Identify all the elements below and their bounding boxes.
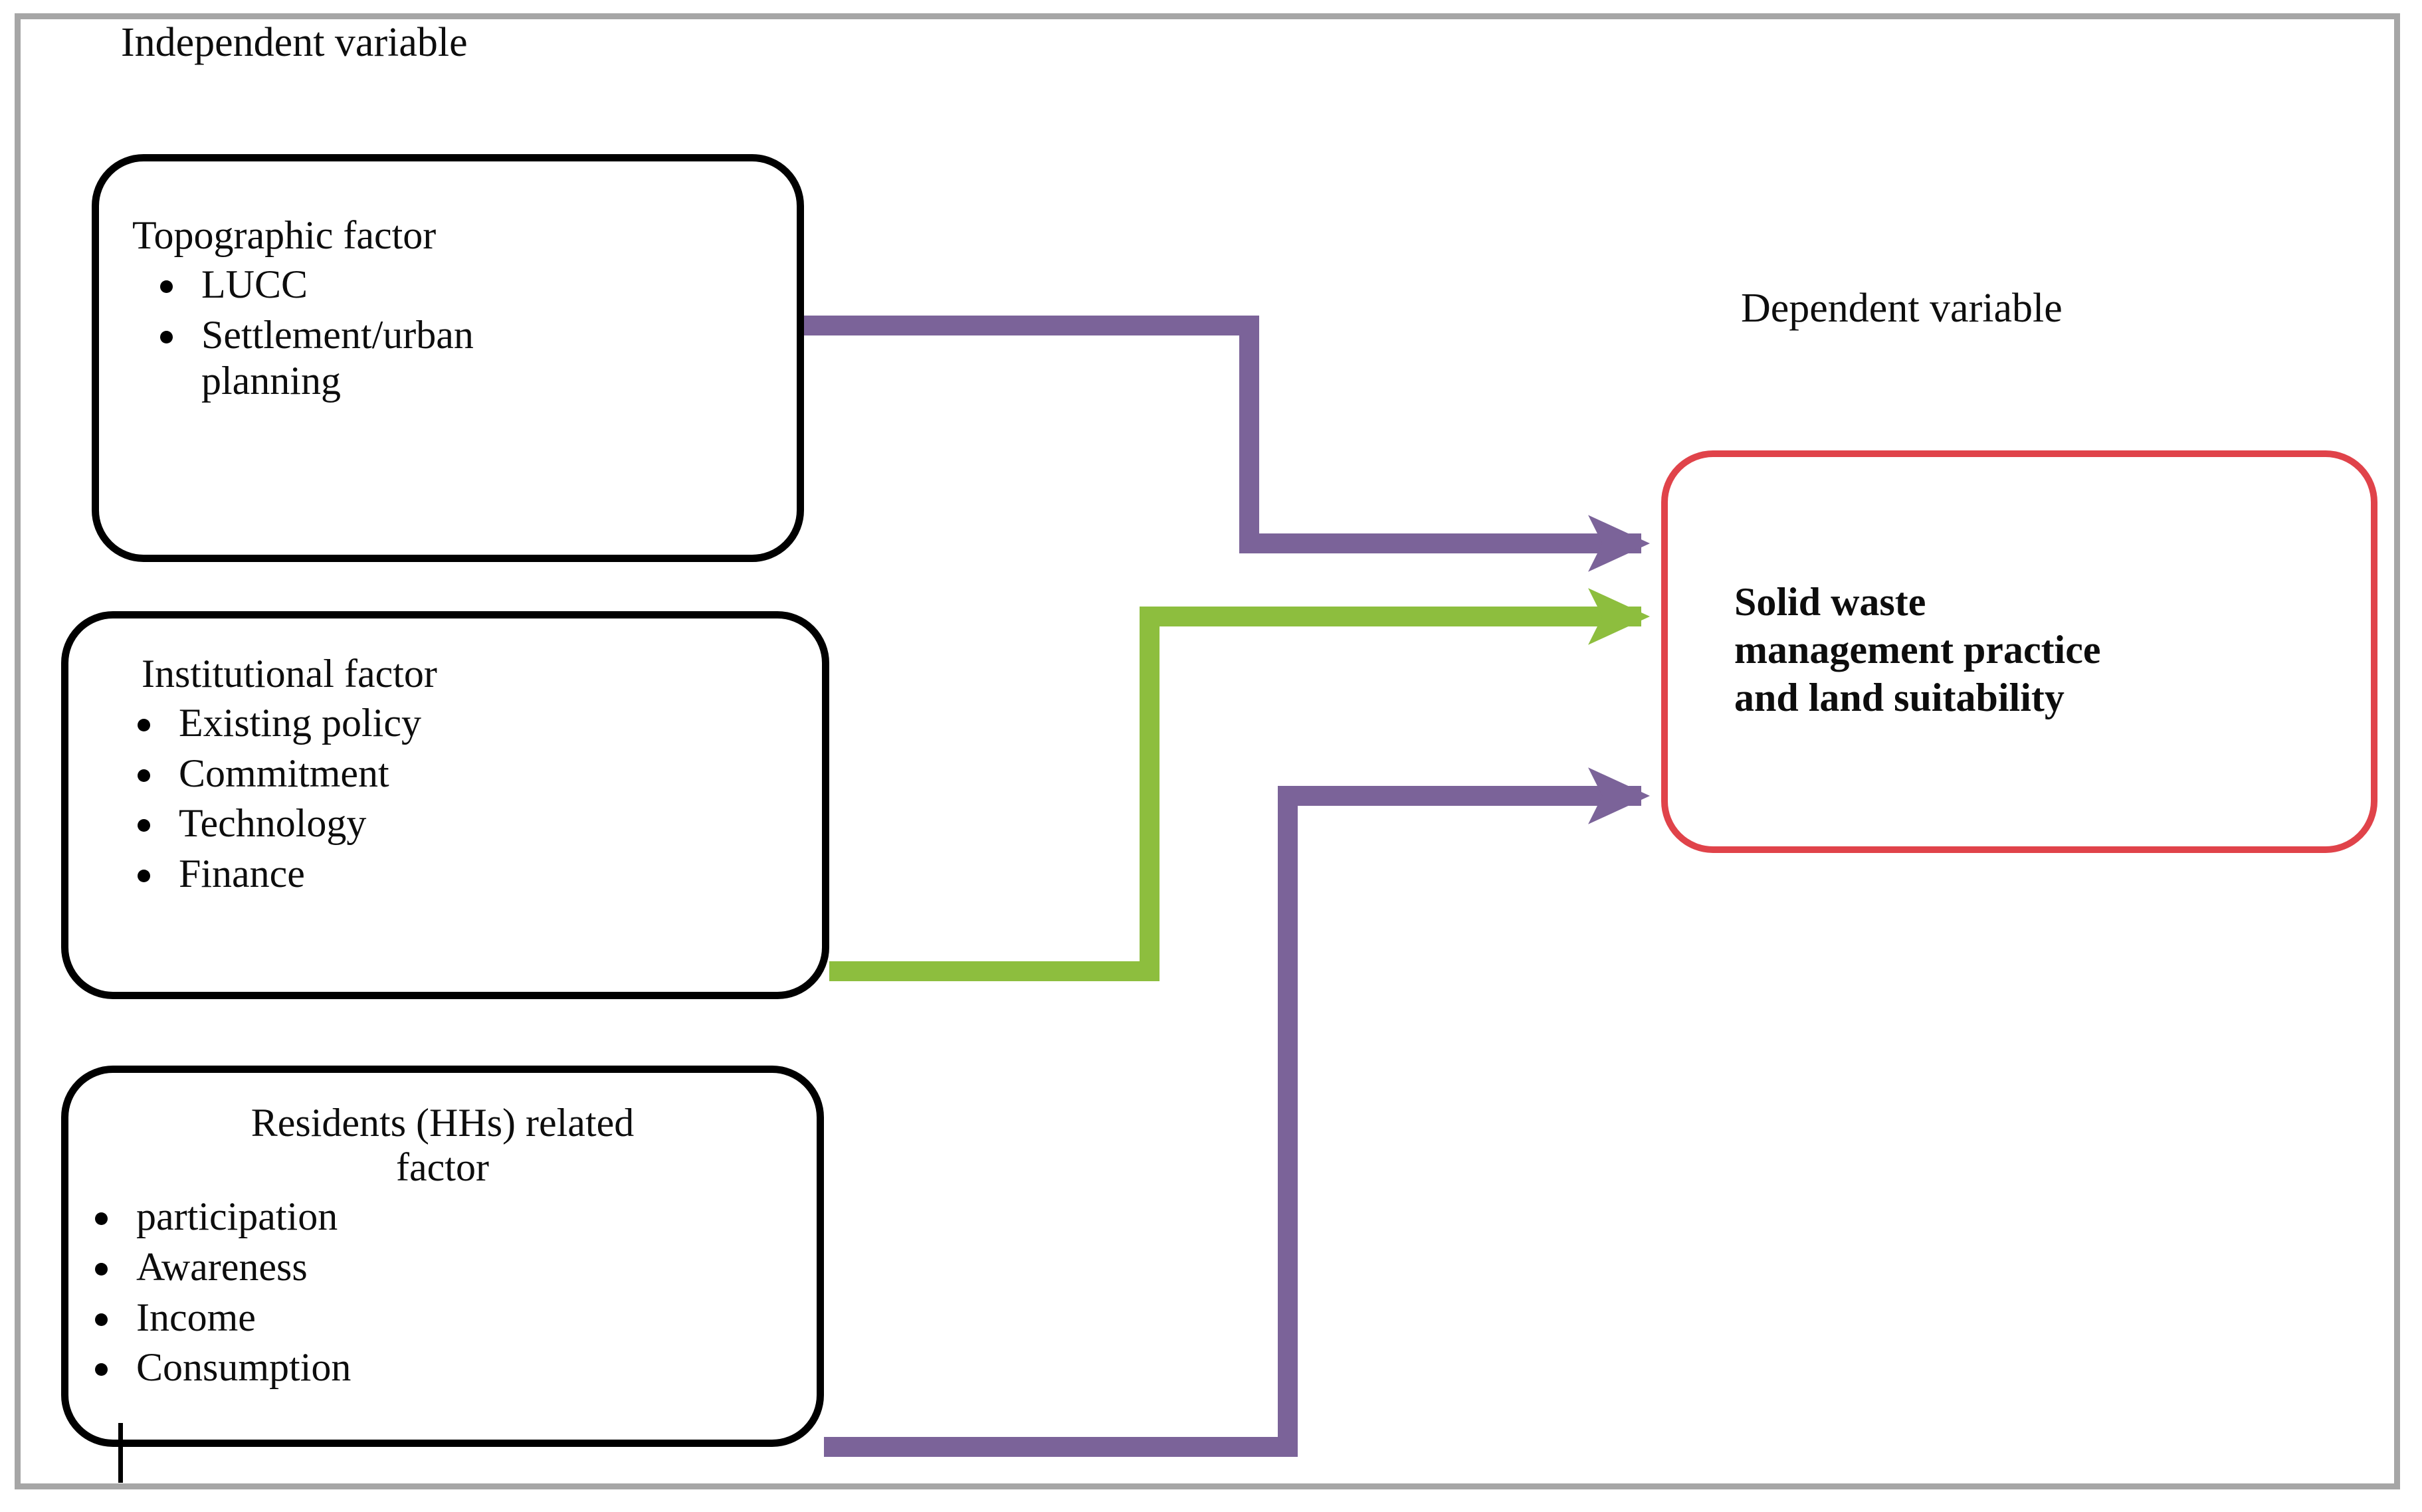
factor-box-residents[interactable]: Residents (HHs) related factor participa…	[61, 1066, 824, 1447]
list-item: LUCC	[148, 262, 797, 308]
list-item: participation	[83, 1194, 817, 1240]
dependent-variable-text: Solid waste management practice and land…	[1734, 580, 2101, 719]
list-item: Commitment	[126, 751, 822, 797]
bullet-list-residents: participation Awareness Income Consumpti…	[83, 1194, 817, 1390]
list-item: Finance	[126, 851, 822, 898]
list-item: Settlement/urban planning	[148, 312, 797, 405]
box-heading-residents: Residents (HHs) related factor	[251, 1101, 635, 1190]
factor-box-institutional[interactable]: Institutional factor Existing policy Com…	[61, 611, 829, 999]
stray-tick-mark	[118, 1423, 123, 1483]
list-item: Income	[83, 1295, 817, 1341]
box-heading-institutional: Institutional factor	[142, 652, 437, 696]
box-heading-topographic: Topographic factor	[132, 213, 437, 257]
dependent-variable-box[interactable]: Solid waste management practice and land…	[1661, 450, 2377, 853]
bullet-list-institutional: Existing policy Commitment Technology Fi…	[126, 700, 822, 897]
list-item: Awareness	[83, 1244, 817, 1291]
list-item: Technology	[126, 801, 822, 847]
factor-box-topographic[interactable]: Topographic factor LUCC Settlement/urban…	[92, 154, 804, 562]
diagram-outer-frame	[15, 13, 2400, 1489]
dependent-variable-label: Dependent variable	[1741, 286, 2063, 331]
bullet-list-topographic: LUCC Settlement/urban planning	[148, 262, 797, 405]
list-item: Existing policy	[126, 700, 822, 747]
list-item: Consumption	[83, 1345, 817, 1391]
independent-variable-label: Independent variable	[121, 20, 468, 65]
